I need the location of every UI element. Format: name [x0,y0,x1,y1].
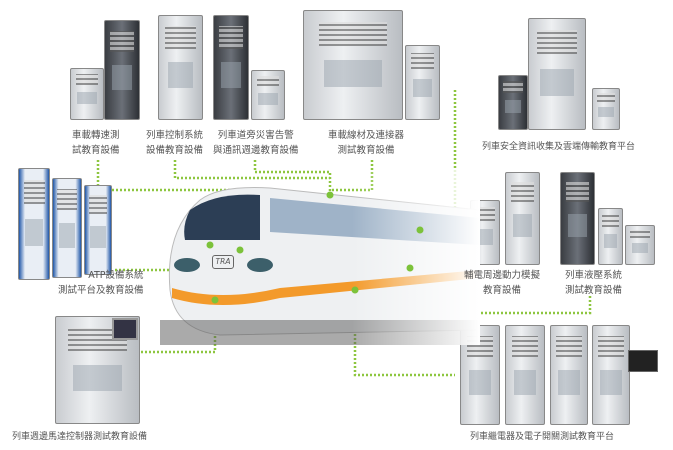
train-logo: TRA [212,255,234,269]
label-relay: 列車繼電器及電子開關測試教育平台 [470,432,615,442]
label-wire: 車載線材及連接器測試教育設備 [328,130,405,156]
connector-wire [330,160,374,192]
connector-atp [115,245,212,272]
label-hydraulic: 列車液壓系統測試教育設備 [565,270,623,296]
connector-disaster [253,160,332,195]
connector-motor [140,300,217,354]
equipment-control [158,15,203,120]
connector-relay [353,290,455,377]
train-stripe [172,270,480,305]
label-motor: 列車週邊馬達控制器測試教育設備 [12,432,148,442]
train-image [160,170,480,345]
label-disaster: 列車道旁災害告警與通訊週邊教育設備 [213,130,299,156]
label-safety: 列車安全資訊收集及雲端傳輸教育平台 [482,142,636,152]
label-atp: ATP設備系統測試平台及教育設備 [58,270,144,296]
label-power: 輔電周邊動力模擬教育設備 [464,270,541,296]
label-speed: 車載轉速測試教育設備 [72,130,120,156]
connector-speed [96,160,242,250]
label-control: 列車控制系統設備教育設備 [146,130,204,156]
connector-control [173,160,330,180]
